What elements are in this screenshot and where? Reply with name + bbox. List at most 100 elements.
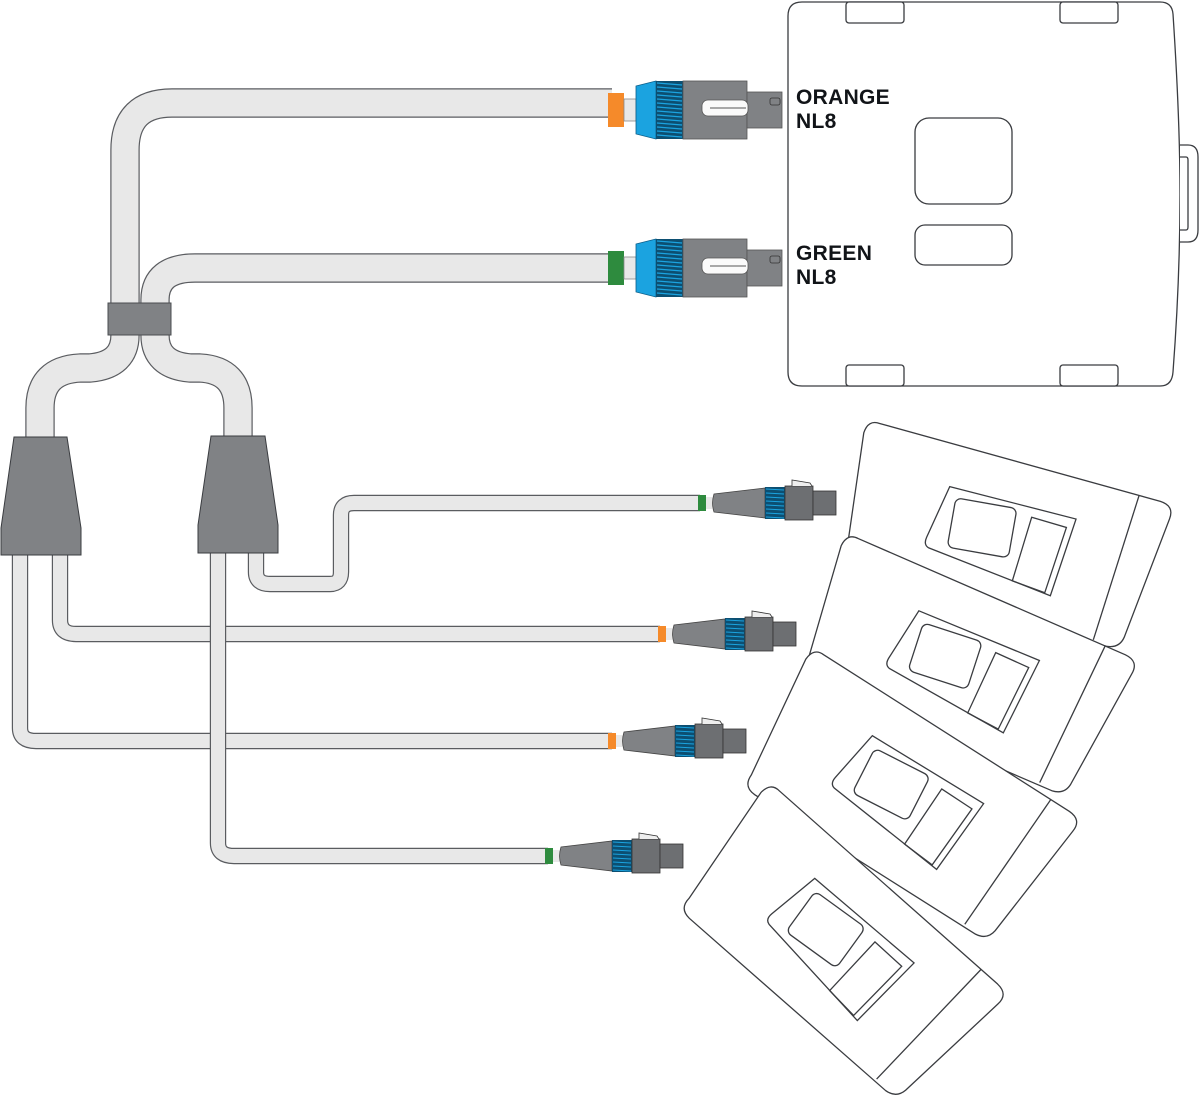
connector-orange-input-grip-ridge (656, 86, 683, 90)
label-green-input: GREEN NL8 (796, 242, 872, 290)
connectors (545, 80, 837, 874)
connector-output-2-grip-ridge (725, 647, 745, 650)
connector-output-2-plug (772, 621, 797, 647)
connector-green-input-grip-ridge (656, 280, 683, 284)
connector-green-input-grip-ridge (656, 292, 683, 296)
connector-output-3-grip-ridge (675, 750, 695, 753)
amplifier-panel-small (914, 224, 1013, 266)
connector-orange-input-grip-ridge (656, 118, 683, 122)
connector-output-3-grip-ridge (675, 738, 695, 741)
connector-orange-input-grip-ridge (656, 94, 683, 98)
speaker-3 (747, 651, 1078, 938)
connector-green-input-grip-ridge (656, 260, 683, 264)
connector-orange-input-grip-ridge (656, 82, 683, 86)
connector-output-2-color-band (658, 626, 666, 642)
split-boots (0, 302, 279, 556)
label-green-line1: GREEN (796, 242, 873, 265)
amplifier (787, 1, 1199, 387)
connector-green-input-grip-ridge (656, 272, 683, 276)
connector-output-1 (698, 479, 837, 521)
amplifier-tab-top-right (1059, 1, 1119, 24)
connector-output-2-boot (672, 618, 726, 650)
branch-left-fill (26, 334, 139, 437)
speaker-2-grille (886, 610, 1041, 734)
connector-orange-input (608, 80, 783, 140)
connector-green-input-grip-ridge (656, 240, 683, 244)
connector-output-4-grip (612, 840, 632, 872)
connector-green-input-plug (746, 249, 783, 287)
connector-green-input-grip (656, 239, 683, 297)
speaker-array (683, 421, 1172, 1095)
connector-green-input-grip-ridge (656, 256, 683, 260)
speaker-4-grille (767, 877, 916, 1022)
connector-orange-input-grip-ridge (656, 106, 683, 110)
connector-orange-input-color-band (608, 93, 624, 127)
connector-green-input-grip-ridge (656, 264, 683, 268)
connector-output-4-grip-ridge (612, 869, 632, 872)
connector-orange-input-latch (769, 97, 781, 106)
connector-output-2-latch (751, 610, 773, 618)
connector-output-2-grip-ridge (725, 643, 745, 646)
connector-output-4-grip-ridge (612, 841, 632, 844)
connector-orange-input-grip-ridge (656, 90, 683, 94)
branch-right (140, 333, 253, 436)
connector-output-4-grip-ridge (612, 845, 632, 848)
connector-output-3-grip-ridge (675, 746, 695, 749)
connector-output-3-plug (722, 728, 747, 754)
trunk-orange (110, 88, 612, 303)
connector-output-1-boot (712, 487, 766, 519)
speaker-3-cabinet (747, 651, 1078, 938)
connector-output-2-collar (666, 628, 672, 640)
connector-output-4-collar (553, 850, 559, 862)
label-green-line2: NL8 (796, 266, 837, 289)
speaker-4-cabinet (683, 786, 1004, 1095)
connector-output-3-latch (701, 717, 723, 725)
speaker-3-rear-edge (964, 799, 1052, 925)
output-cable-4-fill (211, 553, 548, 863)
branch-right-fill (141, 334, 252, 436)
connector-output-2-grip-ridge (725, 627, 745, 630)
connector-green-input-boot (635, 238, 657, 298)
output-cable-3-fill (13, 555, 612, 748)
speaker-4-panel (787, 892, 864, 967)
speaker-4-handle (828, 940, 903, 1017)
connector-output-2 (658, 610, 797, 652)
amplifier-tab-bottom-right (1059, 364, 1119, 387)
connector-output-1-plug (812, 490, 837, 516)
speaker-2-rear-edge (1039, 645, 1106, 783)
branch-left (25, 333, 140, 437)
connector-output-4-grip-ridge (612, 849, 632, 852)
connector-output-4-grip-ridge (612, 857, 632, 860)
connector-orange-input-grip-ridge (656, 114, 683, 118)
connector-output-3-boot (622, 725, 676, 757)
connector-orange-input-grip-ridge (656, 130, 683, 134)
connector-orange-input-grip-ridge (656, 102, 683, 106)
connector-output-1-color-band (698, 495, 706, 511)
y-split-sleeve (107, 302, 172, 336)
connector-output-1-grip-ridge (765, 492, 785, 495)
connector-output-2-grip-ridge (725, 631, 745, 634)
speaker-3-handle (903, 788, 973, 866)
connector-orange-input-grip (656, 81, 683, 139)
connector-output-2-grip-ridge (725, 635, 745, 638)
connector-green-input-grip-ridge (656, 268, 683, 272)
connector-output-3-grip (675, 725, 695, 757)
connector-output-1-latch (791, 479, 813, 487)
connector-output-4-boot (559, 840, 613, 872)
output-cable-2-outline (51, 555, 660, 643)
connector-green-input-grip-ridge (656, 252, 683, 256)
connector-output-2-grip-ridge (725, 639, 745, 642)
connector-output-2-housing (744, 616, 774, 652)
connector-green-input-grip-ridge (656, 244, 683, 248)
speaker-4-rear-edge (876, 969, 982, 1080)
output-cable-1 (247, 494, 700, 593)
connector-green-input-grip-ridge (656, 288, 683, 292)
connector-green-input-color-band (608, 251, 624, 285)
connector-output-1-grip-ridge (765, 508, 785, 511)
output-cable-1-outline (247, 494, 700, 593)
connector-output-4-grip-ridge (612, 861, 632, 864)
connector-output-1-grip-ridge (765, 500, 785, 503)
connector-output-1-grip-ridge (765, 512, 785, 515)
speaker-2-handle (966, 651, 1030, 731)
